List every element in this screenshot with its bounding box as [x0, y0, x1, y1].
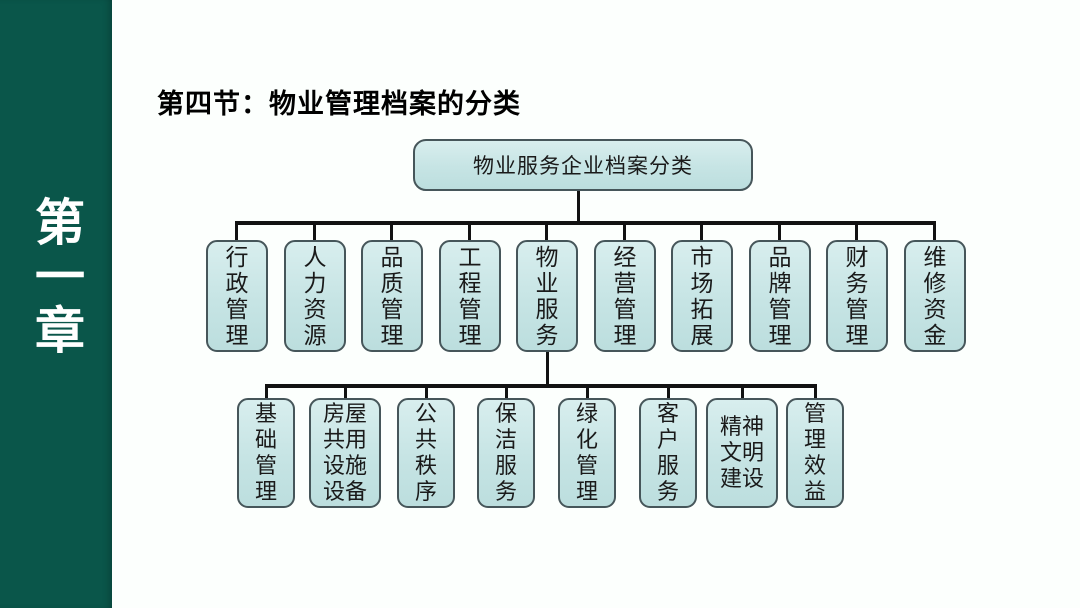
tree-node-maintenance-fund: 维修资金 [904, 240, 966, 352]
connector-drop [623, 222, 626, 240]
connector-drop [545, 222, 548, 240]
tree-node-greening: 绿化管理 [558, 398, 616, 508]
connector-drop [313, 222, 316, 240]
connector-drop [344, 385, 347, 398]
connector-drop [667, 385, 670, 398]
tree-node-basic-mgmt: 基础管理 [237, 398, 295, 508]
tree-node-operations: 经营管理 [594, 240, 656, 352]
connector-drop [741, 385, 744, 398]
connector-drop [235, 222, 238, 240]
connector-drop [468, 222, 471, 240]
connector-drop [700, 222, 703, 240]
tree-node-admin: 行政管理 [206, 240, 268, 352]
connector-drop [814, 385, 817, 398]
connector-level2-stem [546, 350, 549, 388]
connector-level1-bar [235, 221, 936, 225]
tree-node-brand: 品牌管理 [749, 240, 811, 352]
tree-node-mgmt-benefit: 管理效益 [786, 398, 844, 508]
connector-level2-bar [265, 384, 817, 388]
connector-drop [586, 385, 589, 398]
connector-drop [933, 222, 936, 240]
tree-node-hr: 人力资源 [284, 240, 346, 352]
tree-node-engineering: 工程管理 [439, 240, 501, 352]
chapter-sidebar: 第一章 [0, 0, 112, 608]
connector-root-stem [577, 190, 580, 223]
tree-node-customer: 客户服务 [639, 398, 697, 508]
connector-drop [505, 385, 508, 398]
tree-node-quality: 品质管理 [361, 240, 423, 352]
connector-drop [265, 385, 268, 398]
tree-node-public-order: 公共秩序 [397, 398, 455, 508]
chapter-label: 第一章 [28, 196, 84, 358]
tree-node-cleaning: 保洁服务 [477, 398, 535, 508]
connector-drop [425, 385, 428, 398]
tree-node-market: 市场拓展 [671, 240, 733, 352]
connector-drop [390, 222, 393, 240]
root-node: 物业服务企业档案分类 [413, 139, 753, 191]
tree-node-shared-facilities: 房屋共用设施设备 [309, 398, 381, 508]
page-title: 第四节：物业管理档案的分类 [157, 89, 521, 119]
connector-drop [855, 222, 858, 240]
tree-node-finance: 财务管理 [826, 240, 888, 352]
connector-drop [778, 222, 781, 240]
tree-node-property-service: 物业服务 [516, 240, 578, 352]
tree-node-civilization: 精神文明建设 [706, 398, 778, 508]
